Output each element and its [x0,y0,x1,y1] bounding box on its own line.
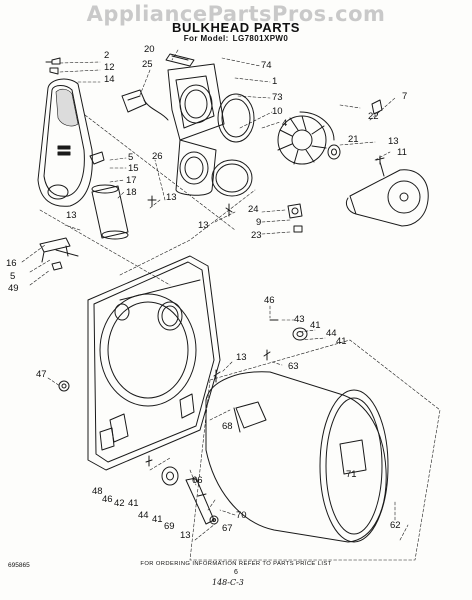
callout-13-center: 13 [198,220,209,231]
screw-part-2 [45,57,61,65]
drum-part-68 [205,371,389,543]
callout-63: 63 [288,361,299,372]
bracket-part-5 [89,151,105,165]
callout-4: 4 [282,118,288,129]
callout-41-lower: 41 [128,498,139,509]
washer-part-70 [209,515,219,525]
callout-16: 16 [6,258,17,269]
shaft-part-69 [185,477,215,525]
callout-17: 17 [126,175,137,186]
front-panel-part-14 [37,78,93,207]
callout-23: 23 [251,230,262,241]
handwritten-note: 148-C-3 [212,578,244,587]
panel-part-26 [167,63,225,196]
callout-41-bottom: 41 [152,514,163,525]
screw-part-63 [213,349,271,383]
callout-66: 66 [192,475,203,486]
callout-10: 10 [272,106,283,117]
seal-part-4 [211,159,253,197]
gasket-part-73 [217,93,255,143]
callout-42: 42 [114,498,125,509]
callout-44-upper: 44 [326,328,337,339]
screw-part-42 [145,455,153,467]
callout-70: 70 [236,510,247,521]
model-prefix: For Model: [183,34,229,43]
callout-69: 69 [164,521,175,532]
clip-part-7 [371,99,383,115]
callout-48: 48 [92,486,103,497]
callout-46-upper: 46 [264,295,275,306]
callout-18: 18 [126,187,137,198]
callout-13-right: 13 [388,136,399,147]
callout-22: 22 [368,111,379,122]
callout-25: 25 [142,59,153,70]
callout-46-lower: 46 [102,494,113,505]
callout-21: 21 [348,134,359,145]
page-number: 6 [234,569,238,576]
callout-67: 67 [222,523,233,534]
callout-12: 12 [104,62,115,73]
hub-part-21 [327,144,341,160]
roller-part-41 [161,466,179,486]
callout-13-lower: 13 [236,352,247,363]
callout-14: 14 [104,74,115,85]
callout-26: 26 [152,151,163,162]
callout-11: 11 [397,147,407,158]
thermostat-part-24 [287,203,303,233]
ordering-note: FOR ORDERING INFORMATION REFER TO PARTS … [140,561,332,567]
callout-41-right: 41 [336,336,347,347]
callout-15: 15 [128,163,139,174]
callout-5-lower: 5 [10,271,16,282]
screw-part-13-top [375,155,385,165]
callout-41-upper: 41 [310,320,321,331]
drawing-code: 695865 [8,562,30,569]
blower-wheel-part-22 [277,111,335,165]
callout-1: 1 [272,76,278,87]
screw-part-49 [51,261,63,271]
callout-20: 20 [144,44,155,55]
callout-24: 24 [248,204,259,215]
callout-2: 2 [104,50,110,61]
grommet-part-47 [58,380,70,392]
bracket-part-20 [165,53,195,67]
page-title: BULKHEAD PARTS [171,20,301,35]
callout-13-left: 13 [66,210,77,221]
callout-49: 49 [8,283,19,294]
callout-44-lower: 44 [138,510,149,521]
callout-74: 74 [261,60,272,71]
switch-part-17 [91,184,129,240]
motor-housing-part-11 [345,161,429,227]
callout-68: 68 [222,421,233,432]
callout-62: 62 [390,520,401,531]
callout-13-bottom: 13 [180,530,191,541]
callout-5-upper: 5 [128,152,134,163]
callout-73: 73 [272,92,283,103]
bracket-part-16 [39,237,79,263]
clip-part-12 [49,67,59,75]
model-line: For Model:LG7801XPW0 [0,34,472,43]
callout-7: 7 [402,91,408,102]
screw-part-13-mid [147,195,233,217]
callout-47: 47 [36,369,47,380]
bulkhead-plate [87,255,221,471]
callout-13-mid: 13 [166,192,177,203]
watermark: AppliancePartsPros.com [86,2,386,26]
callout-71: 71 [346,469,357,480]
model-number: LG7801XPW0 [232,34,289,43]
harness-part-25 [121,89,169,121]
callout-9: 9 [256,217,262,228]
callout-43: 43 [294,314,305,325]
roller-part-43 [269,319,308,341]
leader-lines [21,49,441,561]
